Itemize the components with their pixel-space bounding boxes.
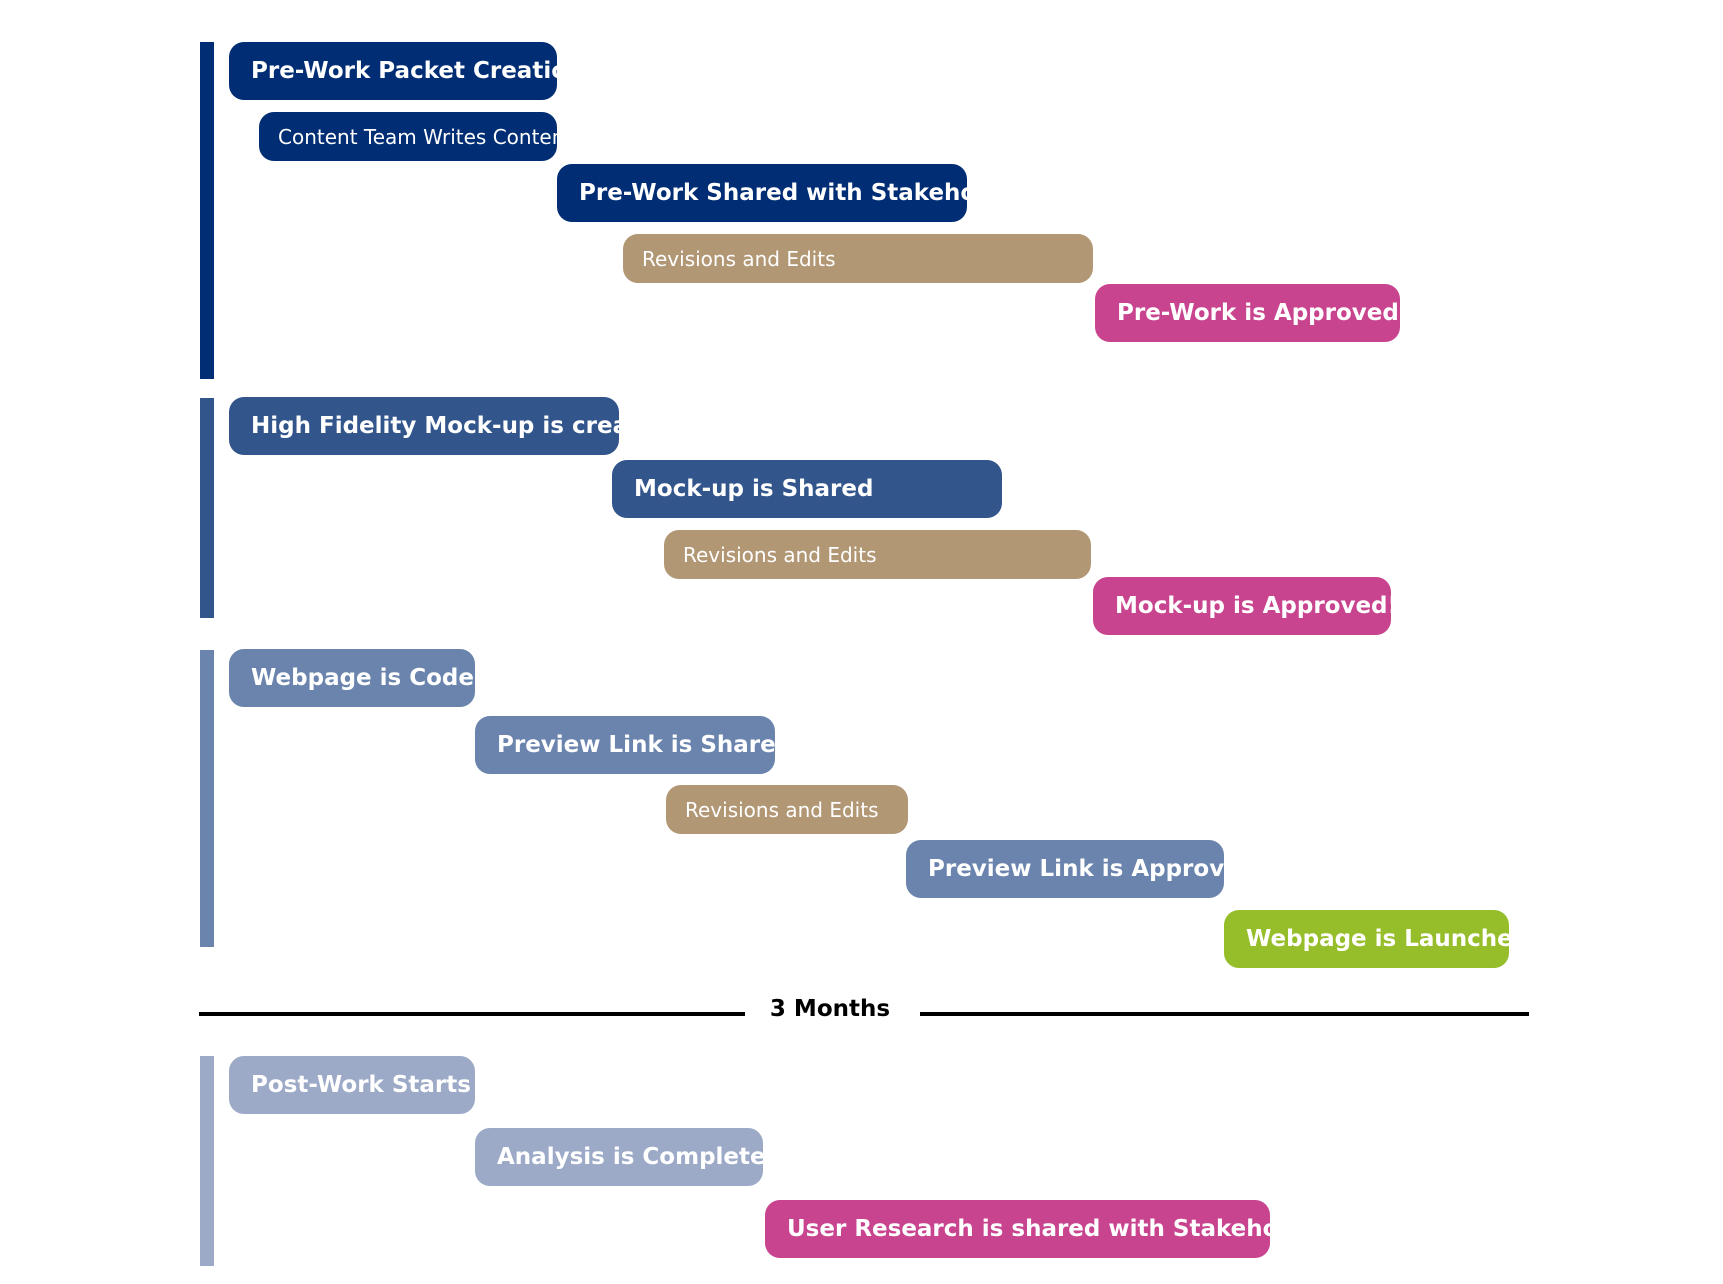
- task-mockup-created: High Fidelity Mock-up is created: [229, 397, 671, 455]
- milestone-prework-approved: Pre-Work is Approved!: [1095, 284, 1409, 342]
- task-postwork-starts: Post-Work Starts: [229, 1056, 475, 1114]
- milestone-research-shared: User Research is shared with Stakeholder…: [765, 1200, 1343, 1258]
- phase-bar-prework: [200, 42, 214, 379]
- phase-bar-postwork: [200, 1056, 214, 1266]
- timeline-duration-label: 3 Months: [769, 996, 891, 1022]
- task-preview-link-shared: Preview Link is Shared: [475, 716, 792, 774]
- timeline-rule-left: [199, 1012, 745, 1016]
- task-analysis-completed: Analysis is Completed: [475, 1128, 782, 1186]
- task-prework-shared: Pre-Work Shared with Stakeholder: [557, 164, 1028, 222]
- phase-bar-webpage: [200, 650, 214, 947]
- task-mockup-shared: Mock-up is Shared: [612, 460, 1002, 518]
- milestone-mockup-approved: Mock-up is Approved!: [1093, 577, 1398, 635]
- task-prework-revisions: Revisions and Edits: [623, 234, 1093, 283]
- timeline-rule-right: [920, 1012, 1529, 1016]
- task-mockup-revisions: Revisions and Edits: [664, 530, 1091, 579]
- task-content-team-writes: Content Team Writes Content: [259, 112, 572, 161]
- task-webpage-coded: Webpage is Coded: [229, 649, 490, 707]
- task-prework-packet-creation: Pre-Work Packet Creation: [229, 42, 583, 100]
- phase-bar-mockup: [200, 398, 214, 618]
- milestone-webpage-launched: Webpage is Launched!: [1224, 910, 1540, 968]
- milestone-preview-link-approved: Preview Link is Approved!: [906, 840, 1267, 898]
- task-webpage-revisions: Revisions and Edits: [666, 785, 908, 834]
